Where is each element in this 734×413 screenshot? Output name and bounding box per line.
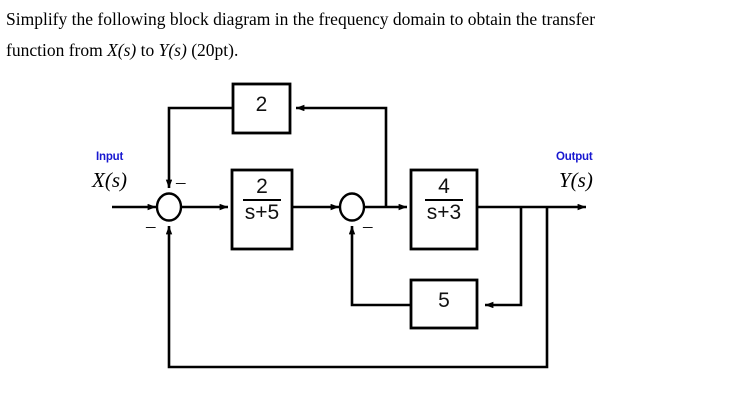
- block-tf2-denominator: s+3: [424, 198, 464, 224]
- problem-line-2-text-c: (20pt).: [186, 40, 239, 60]
- wire-gain2-to-sum1: [165, 106, 233, 189]
- block-tf-4-over-s-plus-3: [409, 168, 479, 251]
- sum1-bottom-sign: –: [146, 216, 156, 237]
- block-gain-2: [231, 82, 292, 135]
- problem-math-xs: X(s): [107, 40, 137, 60]
- problem-line-1: Simplify the following block diagram in …: [6, 9, 596, 29]
- problem-statement: Simplify the following block diagram in …: [6, 4, 706, 66]
- wire-outer-feedback-to-sum1: [165, 207, 549, 369]
- summing-junction-1: [155, 192, 183, 222]
- wire-top-feedback-to-gain2: [295, 104, 388, 207]
- sum2-bottom-sign: –: [363, 216, 373, 237]
- output-symbol-label: Y(s): [559, 168, 593, 192]
- problem-math-ys: Y(s): [158, 40, 187, 60]
- wire-output-tap-to-gain5: [484, 207, 523, 309]
- block-tf2-numerator: 4: [438, 175, 450, 198]
- block-tf2-label: 4 s+3: [411, 175, 477, 225]
- sum1-top-sign: –: [176, 172, 186, 193]
- block-gain-5-label: 5: [438, 289, 450, 312]
- input-symbol-label: X(s): [92, 168, 127, 192]
- summing-junction-2: [338, 192, 366, 222]
- block-tf1-numerator: 2: [256, 175, 268, 198]
- wire-gain5-to-sum2: [348, 225, 411, 307]
- block-gain-2-label: 2: [255, 93, 268, 116]
- output-kind-label: Output: [556, 151, 593, 163]
- input-kind-label: Input: [96, 151, 124, 163]
- block-tf-2-over-s-plus-5: [230, 168, 294, 251]
- block-tf1-label: 2 s+5: [232, 175, 292, 225]
- problem-line-2-text-b: to: [136, 40, 159, 60]
- block-gain-5: [409, 278, 479, 330]
- block-tf1-denominator: s+5: [242, 198, 282, 224]
- problem-line-2-text-a: function from: [6, 40, 108, 60]
